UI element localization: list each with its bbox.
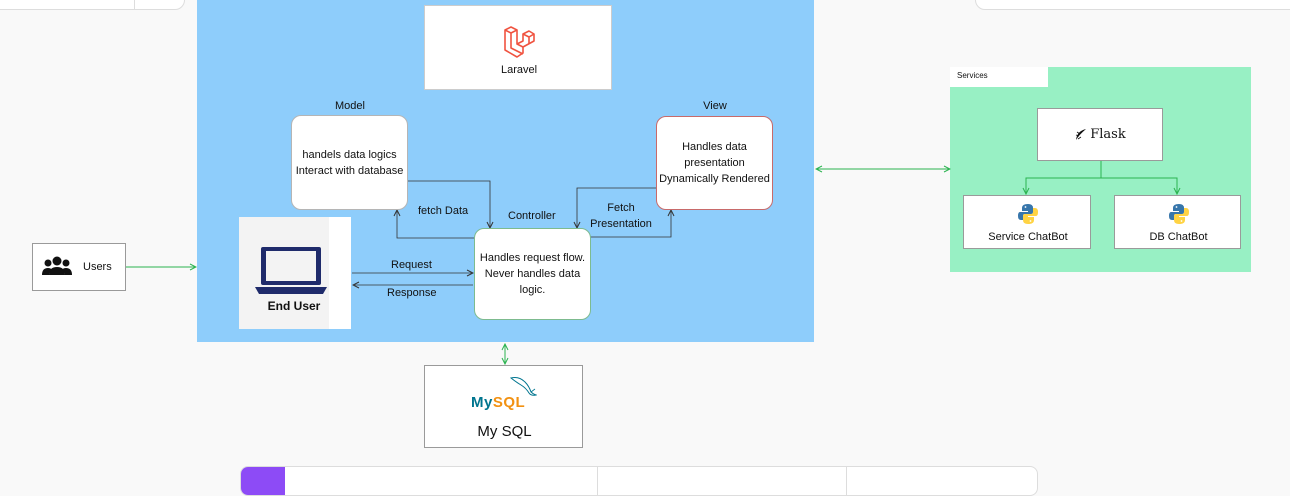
view-line-2: presentation — [684, 157, 745, 169]
controller-to-model-arrow — [397, 210, 474, 239]
partial-card-divider — [846, 467, 847, 495]
connector-layer — [126, 161, 1290, 476]
mysql-logo-sql: SQL — [492, 394, 526, 411]
fetch-presentation-label-1: Fetch — [607, 202, 635, 214]
services-title-box: Services — [950, 67, 1048, 87]
controller-line-2: Never handles data — [484, 268, 581, 280]
partial-card-divider — [134, 0, 135, 9]
end-user-label: End User — [267, 299, 321, 313]
request-label: Request — [391, 259, 432, 271]
db-chatbot-node[interactable]: DB ChatBot — [1114, 195, 1241, 249]
python-icon — [1168, 203, 1190, 225]
laravel-logo-icon — [501, 24, 535, 58]
fetch-presentation-label-2: Presentation — [590, 218, 652, 230]
fetch-data-label: fetch Data — [418, 205, 469, 217]
partial-card-bottom — [240, 466, 1038, 496]
view-to-controller-arrow — [577, 187, 656, 228]
controller-to-view-arrow — [590, 210, 671, 238]
mysql-logo-text: MySQL — [471, 394, 525, 411]
laravel-node[interactable]: Laravel — [424, 5, 612, 90]
partial-card-divider — [597, 467, 598, 495]
flask-to-service-chatbot-arrow — [1026, 161, 1102, 194]
mysql-dolphin-icon — [509, 376, 538, 398]
python-icon — [1017, 203, 1039, 225]
model-to-controller-arrow — [406, 180, 490, 228]
users-icon — [41, 255, 73, 279]
model-node[interactable]: handels data logics Interact with databa… — [291, 115, 408, 210]
model-line-2: Interact with database — [295, 164, 404, 177]
flask-to-db-chatbot-arrow — [1101, 177, 1177, 194]
service-chatbot-node[interactable]: Service ChatBot — [963, 195, 1091, 249]
users-node[interactable]: Users — [32, 243, 126, 291]
flask-label: Flask — [1090, 127, 1126, 142]
users-label: Users — [83, 261, 112, 273]
partial-card-purple-tab — [241, 467, 285, 495]
response-label: Response — [387, 287, 437, 299]
services-title: Services — [957, 71, 988, 80]
model-line-1: handels data logics — [302, 148, 397, 161]
flask-node[interactable]: Flask — [1037, 108, 1163, 161]
mysql-node[interactable]: MySQL My SQL — [424, 365, 583, 448]
mysql-logo-my: My — [471, 394, 493, 411]
model-title: Model — [335, 100, 365, 112]
laptop-icon — [253, 245, 329, 297]
mysql-label: My SQL — [477, 423, 532, 440]
view-node[interactable]: Handles data presentation Dynamically Re… — [656, 116, 773, 210]
flask-horn-icon — [1074, 128, 1088, 142]
view-line-1: Handles data — [682, 141, 747, 153]
controller-line-1: Handles request flow. — [479, 252, 586, 264]
controller-line-3: logic. — [519, 284, 546, 296]
service-chatbot-label: Service ChatBot — [988, 231, 1068, 243]
controller-node[interactable]: Handles request flow. Never handles data… — [474, 228, 591, 320]
db-chatbot-label: DB ChatBot — [1149, 231, 1208, 243]
end-user-node[interactable]: End User — [239, 217, 351, 329]
laravel-label: Laravel — [500, 64, 538, 76]
view-title: View — [703, 100, 727, 112]
controller-title: Controller — [508, 210, 556, 222]
partial-card-top-right — [975, 0, 1290, 10]
view-line-3: Dynamically Rendered — [659, 173, 770, 185]
